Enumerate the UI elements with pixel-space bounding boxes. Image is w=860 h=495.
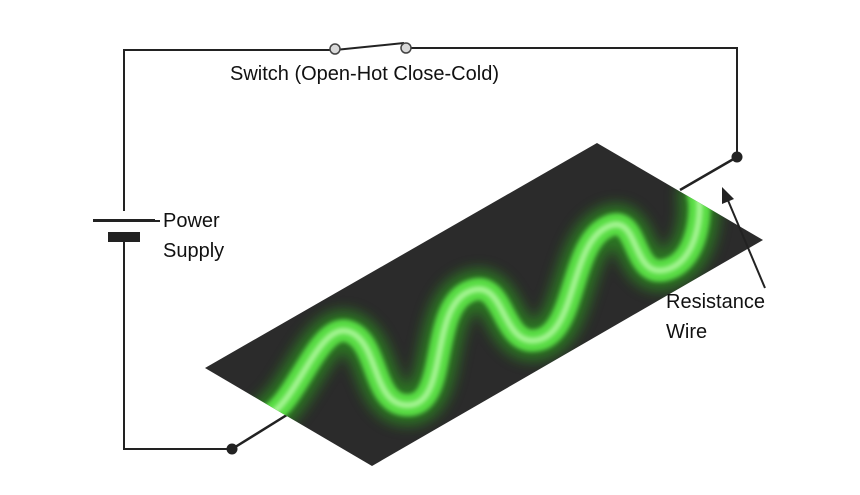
- switch-label: Switch (Open-Hot Close-Cold): [230, 63, 499, 85]
- resistance-wire-glow: [250, 176, 720, 435]
- lead-wire-bottom: [231, 411, 291, 451]
- terminal-top: [731, 151, 743, 163]
- circuit-wire-top-left: [123, 49, 335, 211]
- battery-negative-plate: [108, 232, 140, 242]
- resistance-wire-arrowhead: [722, 187, 734, 204]
- battery-positive-plate: [93, 219, 155, 222]
- resistance-wire-label-line1: Resistance: [666, 291, 765, 313]
- power-supply-label-line1: Power: [163, 210, 220, 232]
- switch-contact-left: [329, 43, 341, 55]
- circuit-wire-bottom: [123, 239, 232, 450]
- resistance-wire-pointer: [726, 197, 766, 289]
- resistance-wire-label-line2: Wire: [666, 321, 708, 343]
- switch-lever: [334, 42, 405, 51]
- switch-contact-right: [400, 42, 412, 54]
- terminal-bottom: [226, 443, 238, 455]
- circuit-wire-top-right: [407, 47, 738, 157]
- power-supply-label-line2: Supply: [163, 240, 225, 262]
- lead-wire-top: [679, 155, 738, 192]
